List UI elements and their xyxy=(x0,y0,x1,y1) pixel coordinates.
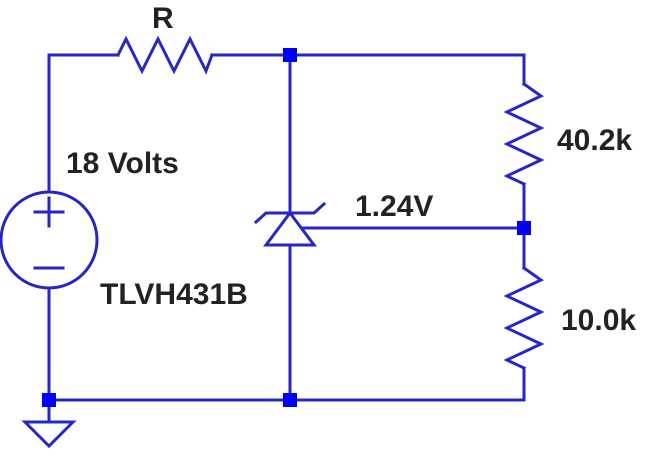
wire-top-left xyxy=(47,53,120,162)
resistor-r-label: R xyxy=(152,2,174,35)
wire-bottom-right xyxy=(47,366,526,402)
resistor-40k2 xyxy=(503,81,545,186)
r-top-label: 40.2k xyxy=(557,124,632,157)
resistor-r xyxy=(115,35,214,75)
source-voltage-label: 18 Volts xyxy=(66,147,179,180)
shunt-part-label: TLVH431B xyxy=(100,278,248,311)
junction-node-top xyxy=(283,48,297,62)
junction-node-bottom-left xyxy=(42,393,56,407)
r-bottom-label: 10.0k xyxy=(561,304,636,337)
reference-voltage-label: 1.24V xyxy=(355,190,433,223)
shunt-cathode-bar xyxy=(253,201,327,225)
wire-top-right xyxy=(210,53,526,86)
ground-symbol xyxy=(21,420,77,449)
resistor-10k xyxy=(503,265,545,370)
junction-node-bottom-center xyxy=(283,393,297,407)
junction-node-reference xyxy=(517,221,531,235)
